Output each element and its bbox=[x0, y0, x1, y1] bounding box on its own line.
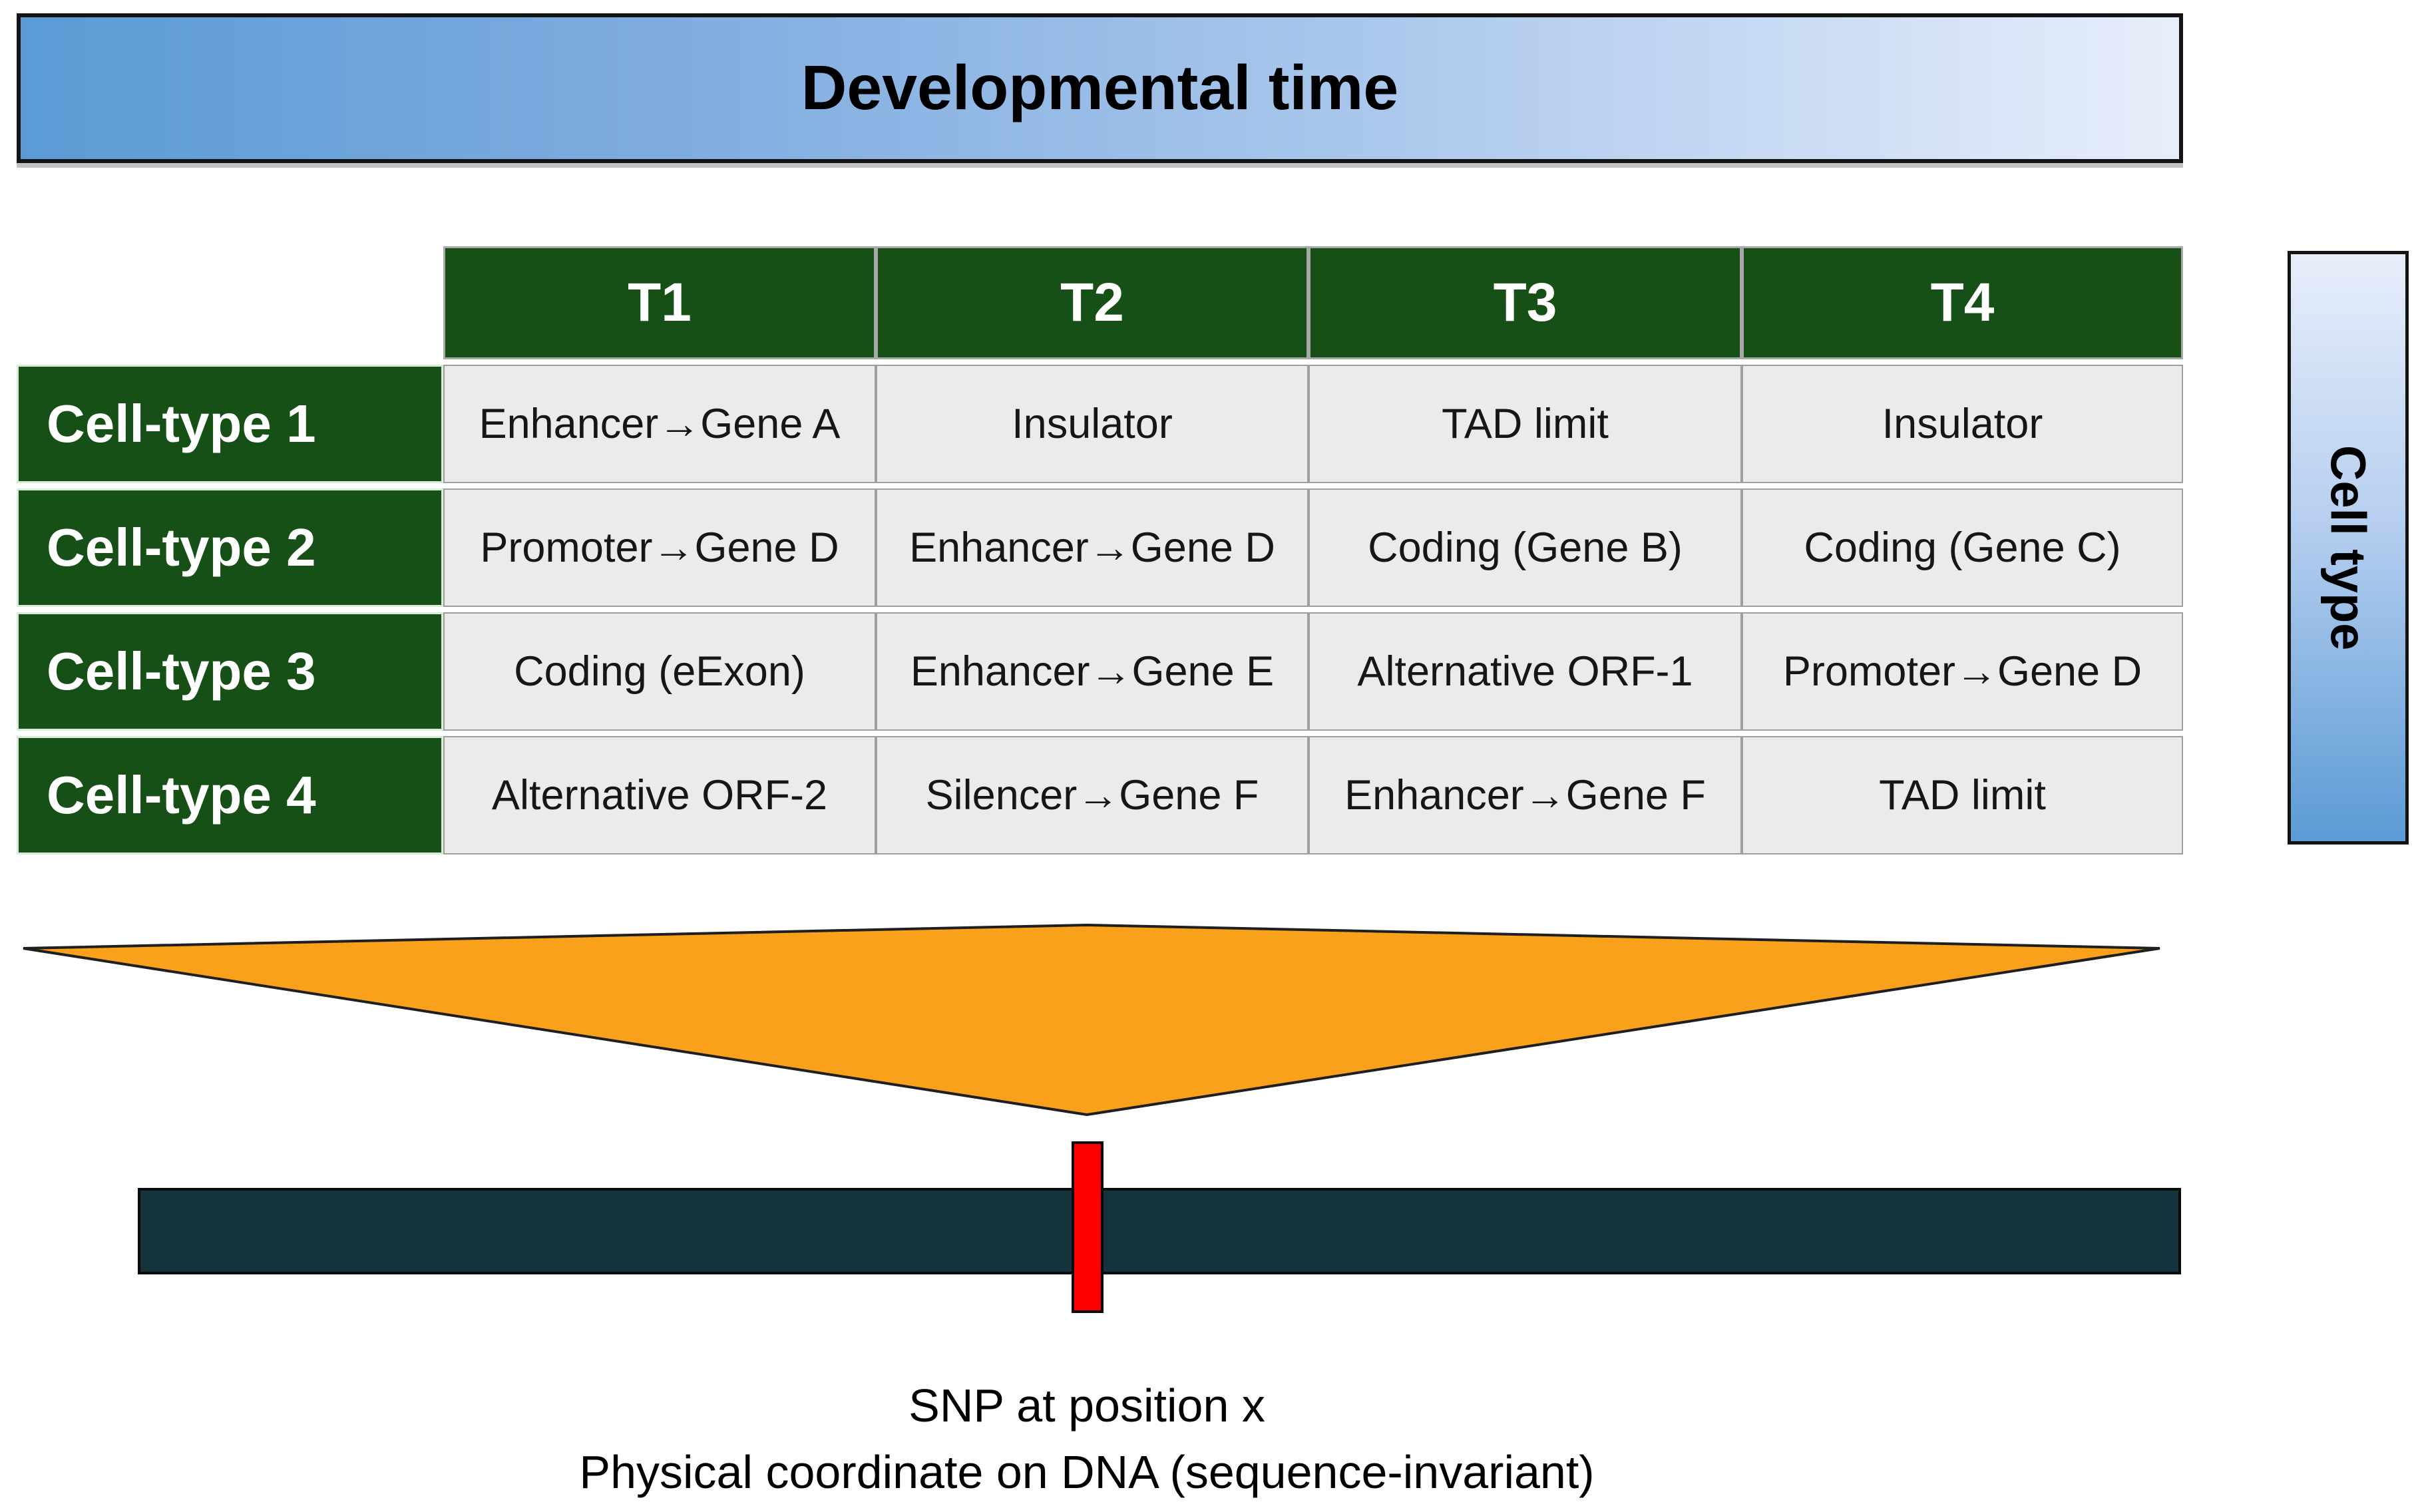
cell-type-label: Cell type bbox=[2320, 445, 2376, 651]
table-corner-spacer bbox=[17, 246, 443, 359]
table-cell: Alternative ORF-1 bbox=[1309, 612, 1742, 731]
table-cell: Enhancer→Gene A bbox=[443, 365, 876, 483]
table-cell: Enhancer→Gene E bbox=[876, 612, 1309, 731]
cell-type-banner: Cell type bbox=[2288, 251, 2409, 845]
table-cell: Promoter→Gene D bbox=[1742, 612, 2183, 731]
caption-line-2: Physical coordinate on DNA (sequence-inv… bbox=[579, 1446, 1595, 1498]
snp-caption: SNP at position x Physical coordinate on… bbox=[0, 1372, 2174, 1505]
table-cell: Insulator bbox=[876, 365, 1309, 483]
table-cell: TAD limit bbox=[1309, 365, 1742, 483]
row-label-cell-type-2: Cell-type 2 bbox=[17, 488, 443, 607]
dna-bar bbox=[138, 1188, 2181, 1274]
row-label-cell-type-3: Cell-type 3 bbox=[17, 612, 443, 731]
developmental-time-label: Developmental time bbox=[801, 53, 1399, 123]
table-cell: Insulator bbox=[1742, 365, 2183, 483]
table-cell: Coding (eExon) bbox=[443, 612, 876, 731]
row-label-cell-type-1: Cell-type 1 bbox=[17, 365, 443, 483]
column-header-t4: T4 bbox=[1742, 246, 2183, 359]
table-cell: Coding (Gene C) bbox=[1742, 488, 2183, 607]
table-cell: Promoter→Gene D bbox=[443, 488, 876, 607]
caption-line-1: SNP at position x bbox=[908, 1380, 1265, 1431]
annotation-table: T1 T2 T3 T4 Cell-type 1 Enhancer→Gene A … bbox=[17, 246, 2183, 854]
snp-marker-icon bbox=[1072, 1141, 1104, 1313]
table-cell: Alternative ORF-2 bbox=[443, 736, 876, 854]
table-cell: TAD limit bbox=[1742, 736, 2183, 854]
column-header-t1: T1 bbox=[443, 246, 876, 359]
column-header-t3: T3 bbox=[1309, 246, 1742, 359]
column-header-t2: T2 bbox=[876, 246, 1309, 359]
row-label-cell-type-4: Cell-type 4 bbox=[17, 736, 443, 854]
table-cell: Enhancer→Gene F bbox=[1309, 736, 1742, 854]
table-cell: Coding (Gene B) bbox=[1309, 488, 1742, 607]
funnel-triangle bbox=[23, 923, 2160, 1117]
table-cell: Silencer→Gene F bbox=[876, 736, 1309, 854]
developmental-time-banner: Developmental time bbox=[17, 13, 2183, 163]
table-cell: Enhancer→Gene D bbox=[876, 488, 1309, 607]
